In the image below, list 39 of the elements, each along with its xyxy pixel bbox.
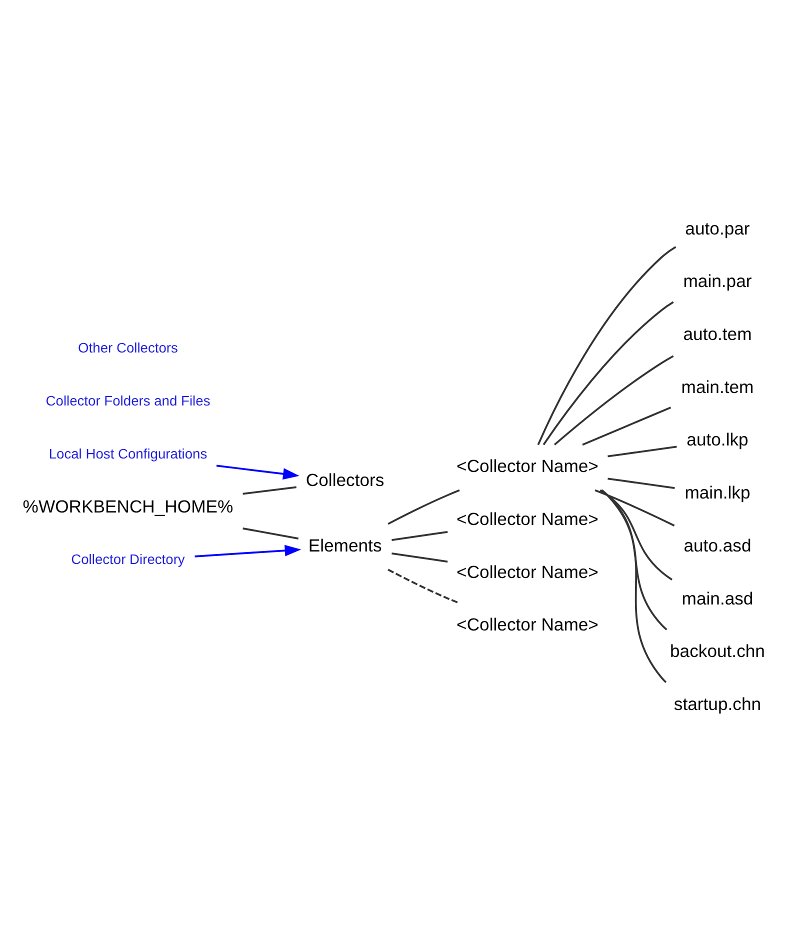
connector — [601, 488, 667, 682]
node-text: <Collector Name> — [456, 561, 598, 582]
connector — [392, 530, 448, 541]
connector — [388, 568, 460, 604]
connector — [242, 486, 296, 494]
connector — [542, 300, 674, 445]
arrow — [216, 464, 300, 480]
connector — [594, 488, 675, 526]
connector — [582, 406, 672, 446]
node-text: <Collector Name> — [456, 614, 598, 634]
node-text: auto.lkp — [686, 429, 748, 450]
node-text: Collector Directory — [71, 550, 185, 567]
connector — [242, 526, 299, 539]
label: Other Collectors — [78, 339, 178, 356]
node-text: main.lkp — [684, 482, 750, 502]
connector — [537, 246, 676, 445]
node-text: Elements — [308, 534, 382, 555]
connector — [600, 488, 673, 580]
connector — [600, 488, 668, 630]
node-text: <Collector Name> — [456, 508, 598, 529]
node-text: main.tem — [681, 376, 754, 396]
connector — [554, 354, 674, 445]
node-text: Local Host Configurations — [48, 444, 208, 461]
node-text: main.asd — [682, 588, 754, 608]
node-text: startup.chn — [674, 693, 762, 714]
node-text: main.par — [683, 270, 752, 291]
node-text: auto.asd — [684, 534, 752, 555]
connector — [388, 488, 460, 524]
connector — [392, 552, 448, 562]
node-text: auto.tem — [683, 324, 752, 344]
node-text: <Collector Name> — [456, 456, 598, 476]
connector — [608, 445, 677, 457]
node-text: auto.par — [685, 218, 750, 238]
node-text: %WORKBENCH_HOME% — [22, 496, 234, 516]
node-text: Collectors — [306, 469, 384, 490]
connector — [608, 477, 675, 488]
label: Collector Folders and Files — [46, 392, 210, 408]
arrow — [194, 544, 302, 557]
node-text: backout.chn — [670, 640, 765, 661]
